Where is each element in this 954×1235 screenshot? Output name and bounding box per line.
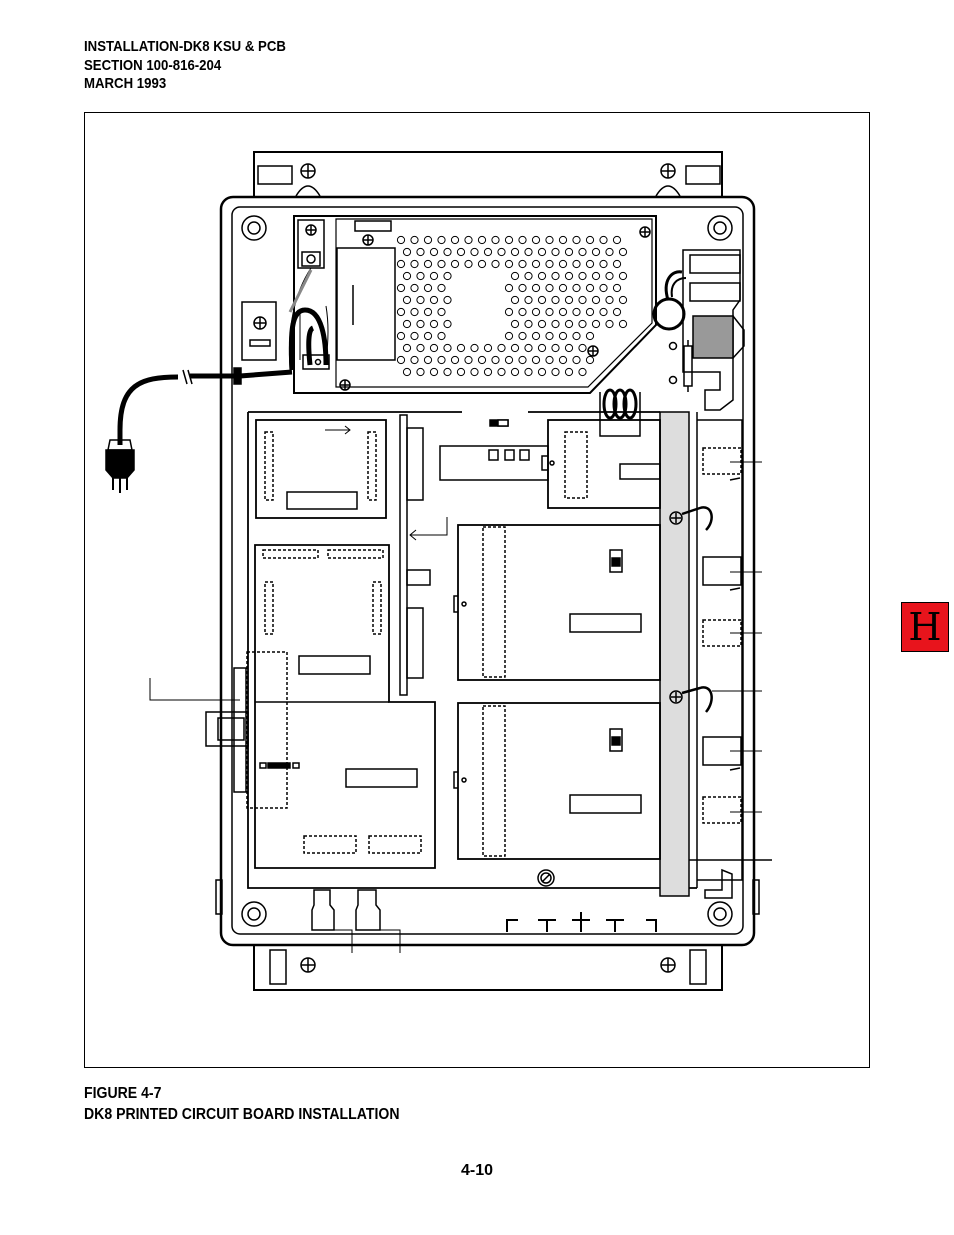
figure-caption: FIGURE 4-7 DK8 PRINTED CIRCUIT BOARD INS… (84, 1083, 399, 1125)
section-tab-letter: H (908, 605, 942, 649)
cable-bracket (233, 667, 247, 793)
mount-screw-bottom-right (660, 957, 676, 973)
header-line-2: SECTION 100-816-204 (84, 56, 222, 74)
upper-left-card (255, 419, 387, 519)
psu-transformer (336, 247, 396, 361)
bottom-slot-right (689, 949, 707, 985)
dip-switch-block (439, 445, 549, 481)
psu-label (354, 220, 392, 232)
pcb-installation-drawing (105, 151, 772, 991)
left-lower-card (254, 544, 436, 869)
psu-screws (339, 226, 651, 391)
figure-number: FIGURE 4-7 (84, 1085, 162, 1102)
option-card-upper (457, 524, 661, 681)
leader-lines-bottom (334, 929, 401, 953)
motherboard (247, 411, 697, 889)
section-tab: H (901, 602, 949, 652)
document-header: INSTALLATION-DK8 KSU & PCB SECTION 100-8… (84, 38, 286, 94)
mount-screw-bottom-left (300, 957, 316, 973)
housing-corner-holes (241, 215, 733, 927)
power-switch-hole (652, 297, 686, 331)
clamp-screw (253, 316, 267, 330)
flange-slot-left (257, 165, 293, 185)
ground-bar (659, 411, 690, 897)
bottom-connectors (311, 889, 381, 931)
power-plug (105, 449, 135, 479)
bottom-slot-left (269, 949, 287, 985)
ksu-housing-inner (231, 206, 744, 935)
mount-screw-top-right (655, 163, 681, 197)
bottom-cable-hooks (506, 912, 657, 932)
ground-lug-lower (669, 686, 713, 713)
flange-slot-right (685, 165, 721, 185)
ground-lug-upper (669, 506, 713, 531)
motherboard-connector (399, 414, 408, 696)
cord-clamp (241, 301, 277, 361)
psu-ventilation-holes (396, 235, 628, 377)
power-switch (692, 315, 734, 359)
page-number: 4-10 (460, 1162, 494, 1179)
mount-screw-top-left (295, 163, 321, 197)
figure-frame (84, 112, 870, 1068)
figure-title: DK8 PRINTED CIRCUIT BOARD INSTALLATION (84, 1106, 400, 1123)
header-line-1: INSTALLATION-DK8 KSU & PCB (84, 38, 286, 55)
ferrite-core (602, 388, 638, 420)
ksu-housing-outer (219, 195, 756, 947)
right-connectors (702, 447, 742, 824)
psu-terminal-block (297, 219, 325, 269)
leader-line-left (149, 678, 240, 701)
bottom-mounting-flange (253, 945, 723, 991)
header-line-3: MARCH 1993 (84, 75, 167, 92)
motherboard-screw (537, 869, 555, 887)
top-mounting-flange (253, 151, 723, 196)
leader-lines-right (712, 461, 762, 813)
option-card-lower (457, 702, 661, 860)
